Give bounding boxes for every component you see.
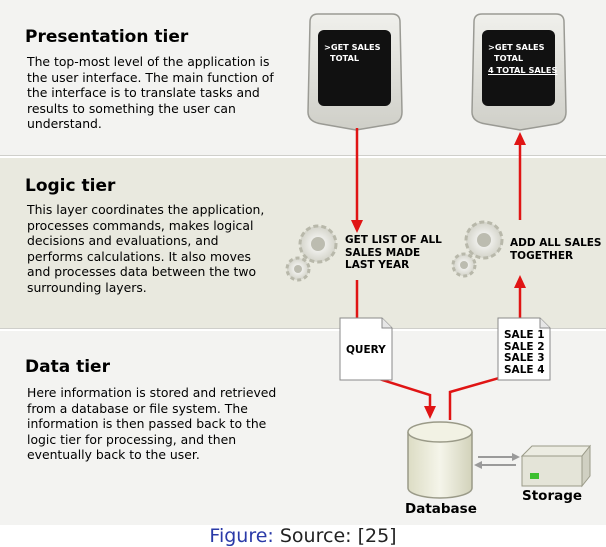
sync-arrows — [474, 453, 520, 469]
figure-caption: Figure: Source: [25] — [0, 525, 606, 547]
logic-label-right: ADD ALL SALES TOGETHER — [510, 237, 602, 262]
response-arrow — [514, 132, 526, 220]
logic-label-left: GET LIST OF ALL SALES MADE LAST YEAR — [345, 234, 442, 272]
sales-doc-line: SALE 2 — [504, 340, 545, 353]
document-icon-sales — [497, 317, 551, 381]
request-arrow — [351, 128, 363, 233]
monitor-icon-right — [471, 13, 567, 131]
right-screen-line3: 4 TOTAL SALES — [488, 65, 558, 75]
sales-doc-line: SALE 4 — [504, 363, 545, 376]
sales-doc-line: SALE 1 — [504, 329, 545, 341]
storage-icon — [520, 444, 592, 488]
storage-label: Storage — [522, 488, 583, 504]
logic-tier-title: Logic tier — [25, 176, 116, 196]
caption-label: Figure: — [209, 525, 274, 547]
database-label: Database — [405, 501, 477, 517]
right-screen-line2: TOTAL — [494, 52, 524, 63]
monitor-icon-left — [307, 13, 403, 131]
gear-icon-left — [285, 224, 338, 282]
sales-doc-label: SALE 1 SALE 2 SALE 3 SALE 4 — [504, 329, 545, 376]
logic-label-left-line2: SALES MADE — [345, 246, 421, 259]
logic-tier-description: This layer coordinates the application, … — [27, 202, 265, 295]
left-screen-line2: TOTAL — [330, 52, 360, 63]
logic-label-right-line2: TOGETHER — [510, 249, 574, 262]
sales-return-arrow — [448, 275, 526, 420]
logic-label-right-line1: ADD ALL SALES — [510, 237, 602, 249]
caption-text: Source: [25] — [279, 525, 397, 547]
data-tier-description: Here information is stored and retrieved… — [27, 385, 277, 462]
query-doc-label: QUERY — [346, 344, 386, 356]
right-screen-line1: >GET SALES — [488, 42, 545, 52]
left-screen-text: >GET SALES TOTAL — [324, 42, 381, 63]
right-screen-text: >GET SALES TOTAL 4 TOTAL SALES — [488, 42, 557, 76]
gear-icon-right — [451, 220, 504, 278]
logic-label-left-line3: LAST YEAR — [345, 259, 410, 271]
presentation-tier-title: Presentation tier — [25, 27, 189, 47]
data-tier-title: Data tier — [25, 357, 110, 377]
sales-doc-line: SALE 3 — [504, 352, 545, 364]
left-screen-line1: >GET SALES — [324, 42, 381, 52]
document-icon-query — [339, 317, 393, 381]
database-icon — [407, 421, 473, 499]
presentation-tier-description: The top-most level of the application is… — [27, 54, 274, 131]
logic-label-left-line1: GET LIST OF ALL — [345, 234, 442, 246]
